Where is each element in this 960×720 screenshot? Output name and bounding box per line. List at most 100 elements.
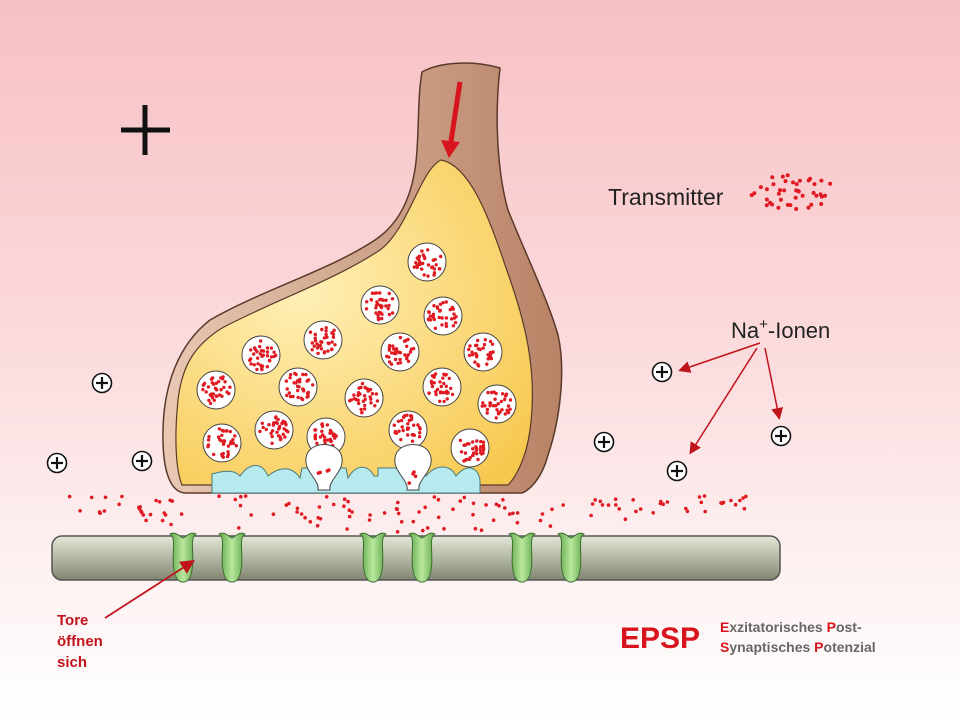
transmitter-dot bbox=[494, 502, 499, 507]
transmitter-dot bbox=[342, 504, 346, 509]
sodium-ion bbox=[770, 425, 792, 447]
transmitter-dot bbox=[331, 502, 336, 507]
transmitter-dot bbox=[411, 519, 416, 524]
transmitter-dot bbox=[729, 498, 733, 503]
transmitter-dot bbox=[538, 518, 543, 523]
gate-arrow bbox=[104, 560, 196, 619]
transmitter-dot bbox=[138, 505, 142, 510]
fusing-vesicle bbox=[394, 444, 432, 491]
transmitter-dot bbox=[651, 511, 655, 515]
transmitter-dot bbox=[315, 523, 320, 528]
sodium-ion bbox=[91, 372, 113, 394]
active-zone bbox=[211, 465, 481, 494]
transmitter-dot bbox=[423, 505, 428, 510]
transmitter-label: Transmitter bbox=[608, 184, 724, 210]
transmitter-dot bbox=[684, 506, 688, 511]
ion-channel bbox=[508, 532, 536, 583]
transmitter-dot bbox=[515, 511, 520, 515]
transmitter-dot bbox=[154, 498, 158, 503]
fusing-vesicle bbox=[305, 444, 343, 491]
transmitter-dot bbox=[395, 530, 400, 534]
transmitter-dot bbox=[484, 503, 488, 507]
transmitter-dot bbox=[102, 509, 107, 513]
transmitter-dot bbox=[98, 511, 102, 515]
transmitter-dot bbox=[417, 510, 421, 514]
transmitter-dot bbox=[299, 512, 304, 516]
transmitter-dot bbox=[617, 507, 621, 511]
sodium-ion bbox=[593, 431, 615, 453]
transmitter-dot bbox=[303, 515, 307, 520]
transmitter-dot bbox=[345, 527, 349, 531]
synaptic-vesicles bbox=[196, 242, 517, 468]
sodium-ion bbox=[651, 361, 673, 383]
na-ion-arrows bbox=[678, 342, 784, 455]
transmitter-legend bbox=[749, 173, 833, 211]
fusing-vesicles bbox=[305, 444, 432, 491]
transmitter-dot bbox=[249, 513, 253, 517]
transmitter-dot bbox=[287, 501, 291, 506]
transmitter-dot bbox=[324, 495, 329, 499]
positive-charge-symbol bbox=[121, 105, 170, 155]
sodium-ion bbox=[46, 452, 68, 474]
transmitter-dot bbox=[473, 526, 478, 531]
transmitter-dot bbox=[238, 503, 243, 508]
transmitter-dot bbox=[606, 503, 611, 507]
vesicle bbox=[380, 332, 420, 372]
transmitter-dot bbox=[561, 503, 565, 507]
transmitter-dot bbox=[733, 502, 738, 507]
vesicle bbox=[241, 335, 281, 375]
transmitter-dot bbox=[503, 506, 507, 510]
transmitter-dot bbox=[507, 512, 512, 516]
transmitter-dot bbox=[462, 495, 467, 500]
transmitter-dot bbox=[217, 494, 221, 499]
transmitter-dot bbox=[239, 494, 243, 499]
transmitter-dot bbox=[67, 494, 72, 499]
transmitter-dot bbox=[590, 502, 595, 506]
transmitter-dot bbox=[317, 505, 322, 509]
transmitter-dot bbox=[271, 512, 276, 516]
transmitter-dot bbox=[169, 522, 173, 527]
transmitter-dot bbox=[442, 527, 446, 531]
transmitter-dot bbox=[382, 511, 387, 515]
transmitter-dot bbox=[425, 526, 430, 530]
epsp-title: EPSP bbox=[620, 622, 701, 655]
transmitter-dot bbox=[497, 504, 501, 508]
vesicle bbox=[422, 367, 462, 407]
sodium-ion bbox=[131, 450, 153, 472]
epsp-definition-line-1: Exzitatorisches Post- bbox=[720, 619, 862, 635]
transmitter-dot bbox=[741, 496, 745, 500]
transmitter-dot bbox=[550, 507, 554, 512]
transmitter-dot bbox=[432, 495, 437, 499]
transmitter-dot bbox=[367, 518, 372, 522]
transmitter-dot bbox=[318, 517, 323, 521]
transmitter-dot bbox=[347, 508, 352, 512]
transmitter-dot bbox=[120, 494, 124, 499]
transmitter-dot bbox=[295, 506, 300, 511]
transmitter-dot bbox=[103, 495, 108, 500]
ion-channels bbox=[169, 532, 585, 583]
transmitter-dot bbox=[702, 494, 707, 498]
transmitter-dot bbox=[396, 511, 401, 516]
transmitter-dot bbox=[548, 524, 553, 528]
vesicle bbox=[360, 285, 400, 325]
vesicle bbox=[423, 296, 463, 336]
transmitter-dot bbox=[491, 518, 496, 522]
transmitter-dot bbox=[703, 509, 707, 514]
sodium-ion bbox=[666, 460, 688, 482]
sodium-ion-label: Na+-Ionen bbox=[731, 316, 831, 343]
vesicle bbox=[254, 410, 294, 450]
transmitter-dot bbox=[399, 520, 404, 524]
transmitter-dot bbox=[598, 499, 603, 504]
transmitter-dot bbox=[117, 502, 121, 507]
transmitter-dot bbox=[451, 507, 455, 512]
gates-open-label: Tore öffnen sich bbox=[57, 612, 103, 671]
vesicle bbox=[388, 410, 428, 450]
vesicle bbox=[196, 370, 236, 410]
transmitter-dot bbox=[511, 511, 515, 516]
transmitter-dot bbox=[350, 510, 354, 514]
transmitter-dot bbox=[738, 498, 742, 503]
transmitter-dot bbox=[589, 513, 593, 518]
transmitter-dot bbox=[661, 502, 665, 507]
